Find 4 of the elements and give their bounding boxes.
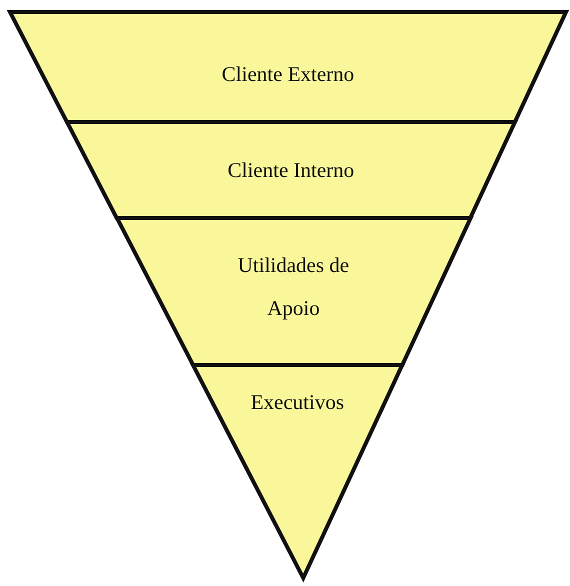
band-label: Cliente Externo [222,62,354,88]
band-label: Utilidades de Apoio [236,252,350,322]
band-label: Cliente Interno [228,158,354,184]
band-label: Executivos [250,390,344,416]
